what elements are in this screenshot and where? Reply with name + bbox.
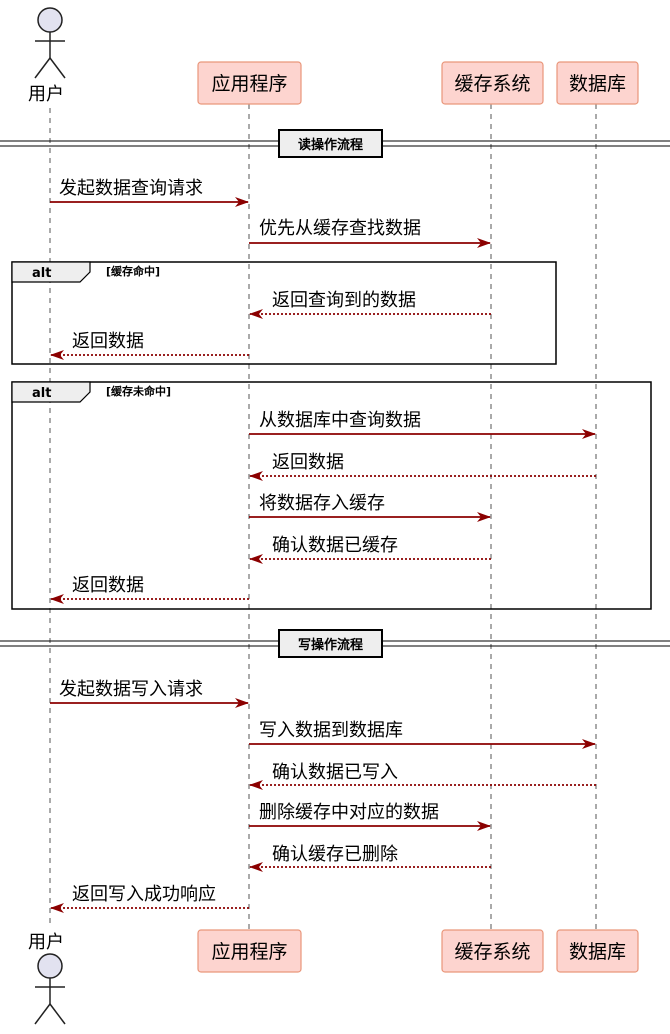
message-8-label: 确认数据已缓存	[272, 535, 398, 556]
message-11-label: 写入数据到数据库	[259, 720, 403, 741]
participant-cache-bottom-label: 缓存系统	[454, 941, 530, 963]
message-3: 返回查询到的数据	[249, 290, 491, 319]
participant-app-top: 应用程序	[197, 61, 302, 105]
participant-db-bottom-label: 数据库	[569, 941, 626, 963]
message-12: 确认数据已写入	[249, 762, 596, 790]
message-7: 将数据存入缓存	[249, 493, 491, 522]
actor-user-bottom-label: 用户	[28, 932, 64, 953]
separator-read: 读操作流程	[0, 129, 670, 158]
participant-app-bottom-label: 应用程序	[211, 941, 287, 963]
participant-db-label: 数据库	[569, 73, 626, 95]
fragment-cache-hit-operator: alt	[32, 266, 51, 281]
message-6: 返回数据	[249, 452, 596, 481]
actor-figure-bottom-icon	[34, 953, 66, 1025]
message-10: 发起数据写入请求	[50, 679, 249, 708]
message-12-label: 确认数据已写入	[272, 762, 398, 783]
message-6-label: 返回数据	[272, 452, 344, 473]
message-2: 优先从缓存查找数据	[249, 218, 491, 248]
message-4-label: 返回数据	[72, 331, 144, 352]
message-13: 删除缓存中对应的数据	[249, 802, 491, 831]
actor-user-top: 用户	[28, 7, 66, 105]
message-9: 返回数据	[50, 575, 249, 604]
participant-app-bottom: 应用程序	[197, 929, 302, 973]
message-11: 写入数据到数据库	[249, 720, 596, 749]
message-4: 返回数据	[50, 331, 249, 360]
message-5: 从数据库中查询数据	[249, 410, 596, 439]
fragment-cache-hit-guard: [缓存命中]	[106, 264, 160, 278]
participant-cache-bottom: 缓存系统	[441, 929, 544, 973]
message-15-label: 返回写入成功响应	[72, 884, 216, 905]
message-13-label: 删除缓存中对应的数据	[259, 802, 439, 823]
fragment-cache-miss: alt [缓存未命中]	[11, 381, 652, 610]
actor-user-label: 用户	[28, 84, 64, 105]
message-1-label: 发起数据查询请求	[59, 178, 203, 199]
actor-figure-icon	[34, 7, 66, 79]
participant-app-label: 应用程序	[211, 73, 287, 95]
participant-db-bottom: 数据库	[556, 929, 639, 973]
message-5-label: 从数据库中查询数据	[259, 410, 421, 431]
participant-cache-label: 缓存系统	[454, 73, 530, 95]
actor-user-bottom: 用户	[28, 932, 66, 1025]
separator-write: 写操作流程	[0, 629, 670, 658]
message-7-label: 将数据存入缓存	[259, 493, 385, 514]
fragment-cache-miss-operator: alt	[32, 386, 51, 401]
message-8: 确认数据已缓存	[249, 535, 491, 564]
message-15: 返回写入成功响应	[50, 884, 249, 913]
participant-db-top: 数据库	[556, 61, 639, 105]
separator-read-label: 读操作流程	[298, 137, 363, 153]
separator-write-label: 写操作流程	[298, 637, 363, 653]
fragment-cache-miss-guard: [缓存未命中]	[106, 384, 171, 398]
fragment-cache-hit: alt [缓存命中]	[11, 261, 557, 365]
message-3-label: 返回查询到的数据	[272, 290, 416, 311]
participant-cache-top: 缓存系统	[441, 61, 544, 105]
message-1: 发起数据查询请求	[50, 178, 249, 207]
message-10-label: 发起数据写入请求	[59, 679, 203, 700]
message-14: 确认缓存已删除	[249, 844, 491, 872]
message-2-label: 优先从缓存查找数据	[259, 218, 421, 239]
message-14-label: 确认缓存已删除	[272, 844, 398, 865]
message-9-label: 返回数据	[72, 575, 144, 596]
